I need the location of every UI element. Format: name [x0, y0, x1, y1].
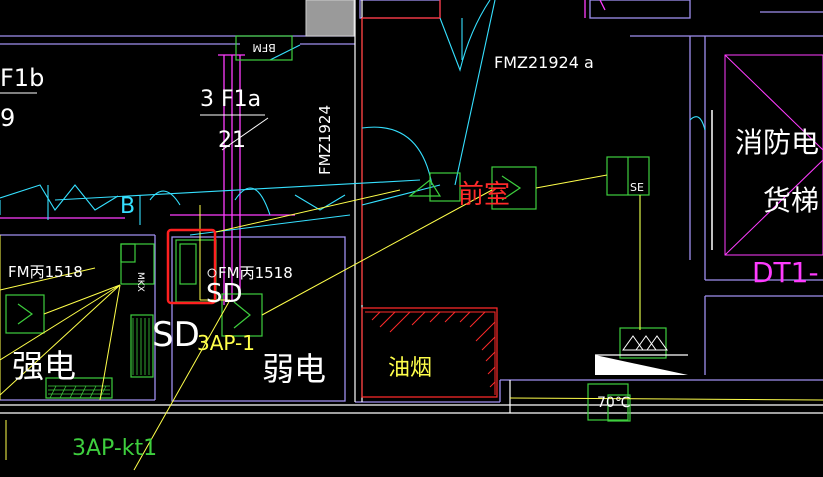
white-wedge [595, 355, 688, 375]
label-left-digit: 9 [0, 104, 15, 132]
label-fire-elevator-1: 消防电 [735, 126, 819, 159]
label-fm-left: FM丙1518 [8, 263, 83, 281]
label-3ap-bottom: 3AP-kt1 [72, 436, 157, 461]
shaft-fill [305, 0, 355, 37]
selection-highlight[interactable] [166, 228, 217, 305]
label-bfm: BFM [252, 41, 275, 54]
label-f1b: F1b [0, 64, 44, 92]
label-elevator-code: DT1- [752, 256, 819, 289]
label-fire-elevator-2: 货梯 [763, 184, 819, 217]
magenta-ducts [0, 0, 606, 305]
green-equipment [5, 35, 667, 422]
yellow-wiring [0, 174, 823, 471]
label-3ap-center: 3AP-1 [197, 331, 255, 355]
label-sd-small: SD [206, 279, 243, 309]
label-door-vertical: FMZ1924 [316, 105, 334, 175]
label-mkx: MKX [135, 272, 145, 292]
label-room-weak: 弱电 [262, 350, 326, 388]
oil-smoke-hatch [365, 311, 496, 395]
hatch-marks [48, 318, 150, 399]
label-f1a: 3 F1a [200, 87, 261, 112]
red-walls [361, 0, 498, 398]
label-f1a-num: 21 [218, 128, 246, 153]
corridor-b [54, 179, 421, 201]
label-sd-large: SD [152, 315, 200, 355]
fire-elevator-room [724, 54, 823, 256]
label-room-oil: 油烟 [388, 356, 432, 381]
valve-triangles [622, 335, 668, 351]
label-door-horizontal: FMZ21924 a [494, 53, 594, 72]
label-room-strong: 强电 [12, 347, 76, 385]
purple-walls [0, 0, 823, 403]
label-fm-right: FM丙1518 [218, 264, 293, 282]
label-front-room: 前室 [458, 180, 510, 210]
label-se: SE [630, 181, 644, 194]
label-temp: 70℃ [597, 395, 631, 411]
label-corridor-b: B [120, 194, 135, 219]
